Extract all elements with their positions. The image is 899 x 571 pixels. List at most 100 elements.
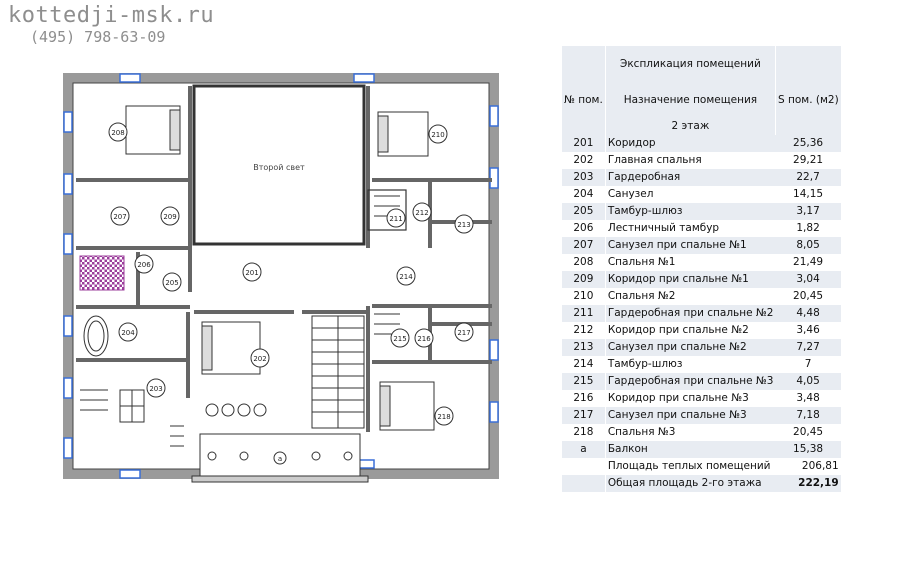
- svg-text:214: 214: [399, 273, 413, 281]
- room-area: 4,48: [775, 305, 841, 322]
- room-number: 210: [562, 288, 606, 305]
- room-area: 7,27: [775, 339, 841, 356]
- svg-text:207: 207: [113, 213, 126, 221]
- room-number: 203: [562, 169, 606, 186]
- room-name: Главная спальня: [604, 152, 776, 169]
- svg-text:211: 211: [389, 215, 402, 223]
- floor-row: 2 этаж: [562, 118, 841, 135]
- room-labels: 208 207 209 206 205 201 210 211 212 213 …: [108, 122, 474, 463]
- room-name: Санузел: [604, 186, 776, 203]
- room-area: 3,46: [775, 322, 841, 339]
- room-name: Коридор при спальне №2: [604, 322, 776, 339]
- svg-text:212: 212: [415, 209, 428, 217]
- room-name: Санузел при спальне №2: [604, 339, 776, 356]
- second-light-label: Второй свет: [253, 163, 305, 172]
- floor-plan: Второй свет: [63, 73, 499, 483]
- room-area: 29,21: [775, 152, 841, 169]
- table-title: Экспликация помещений: [604, 46, 776, 82]
- room-number: 208: [562, 254, 606, 271]
- room-number: 217: [562, 407, 606, 424]
- windows: [63, 73, 499, 479]
- room-number: 202: [562, 152, 606, 169]
- room-area: 3,48: [775, 390, 841, 407]
- warm-area-row-value: 206,81: [775, 458, 841, 475]
- room-number: 205: [562, 203, 606, 220]
- room-name: Спальня №2: [604, 288, 776, 305]
- room-name: Санузел при спальне №1: [604, 237, 776, 254]
- svg-text:216: 216: [417, 335, 431, 343]
- room-number: 206: [562, 220, 606, 237]
- room-name: Спальня №3: [604, 424, 776, 441]
- second-light-void: [192, 84, 366, 246]
- room-207-label: 207: [110, 206, 130, 226]
- room-area: 21,49: [775, 254, 841, 271]
- room-212-label: 212: [412, 202, 432, 222]
- room-name: Лестничный тамбур: [604, 220, 776, 237]
- room-number: 204: [562, 186, 606, 203]
- room-number: 209: [562, 271, 606, 288]
- room-203-label: 203: [146, 378, 166, 398]
- svg-text:a: a: [278, 455, 282, 463]
- room-a-label: a: [278, 455, 282, 463]
- room-217-label: 217: [454, 322, 474, 342]
- room-area: 20,45: [775, 424, 841, 441]
- furniture: [83, 105, 435, 431]
- room-215-label: 215: [390, 328, 410, 348]
- room-210-label: 210: [428, 124, 448, 144]
- svg-text:201: 201: [245, 269, 258, 277]
- room-name: Тамбур-шлюз: [604, 356, 776, 373]
- svg-text:210: 210: [431, 131, 444, 139]
- svg-text:209: 209: [163, 213, 176, 221]
- room-204-label: 204: [118, 322, 138, 342]
- svg-text:202: 202: [253, 355, 266, 363]
- room-206-label: 206: [134, 254, 154, 274]
- floor-label: 2 этаж: [604, 118, 776, 135]
- room-name: Санузел при спальне №3: [604, 407, 776, 424]
- room-area: 14,15: [775, 186, 841, 203]
- room-201-label: 201: [242, 262, 262, 282]
- table-title-row: Экспликация помещений: [562, 46, 841, 82]
- room-area: 3,04: [775, 271, 841, 288]
- svg-text:215: 215: [393, 335, 406, 343]
- room-name: Гардеробная при спальне №3: [604, 373, 776, 390]
- room-214-label: 214: [396, 266, 416, 286]
- room-area: 22,7: [775, 169, 841, 186]
- room-name: Спальня №1: [604, 254, 776, 271]
- svg-text:206: 206: [137, 261, 151, 269]
- svg-text:205: 205: [165, 279, 178, 287]
- room-name: Коридор при спальне №3: [604, 390, 776, 407]
- room-name: Гардеробная: [604, 169, 776, 186]
- room-area: 4,05: [775, 373, 841, 390]
- room-number: а: [562, 441, 606, 458]
- room-208-label: 208: [108, 122, 128, 142]
- room-number: 215: [562, 373, 606, 390]
- rooms-table: Экспликация помещений № пом. Назначение …: [562, 46, 841, 492]
- svg-text:213: 213: [457, 221, 470, 229]
- room-number: 212: [562, 322, 606, 339]
- room-209-label: 209: [160, 206, 180, 226]
- col-name-header: Назначение помещения: [604, 82, 776, 118]
- room-area: 25,36: [775, 135, 841, 152]
- room-area: 1,82: [775, 220, 841, 237]
- room-number: 207: [562, 237, 606, 254]
- total-area-row-label: Общая площадь 2-го этажа: [604, 475, 776, 492]
- balcony: [191, 433, 369, 483]
- room-number: 214: [562, 356, 606, 373]
